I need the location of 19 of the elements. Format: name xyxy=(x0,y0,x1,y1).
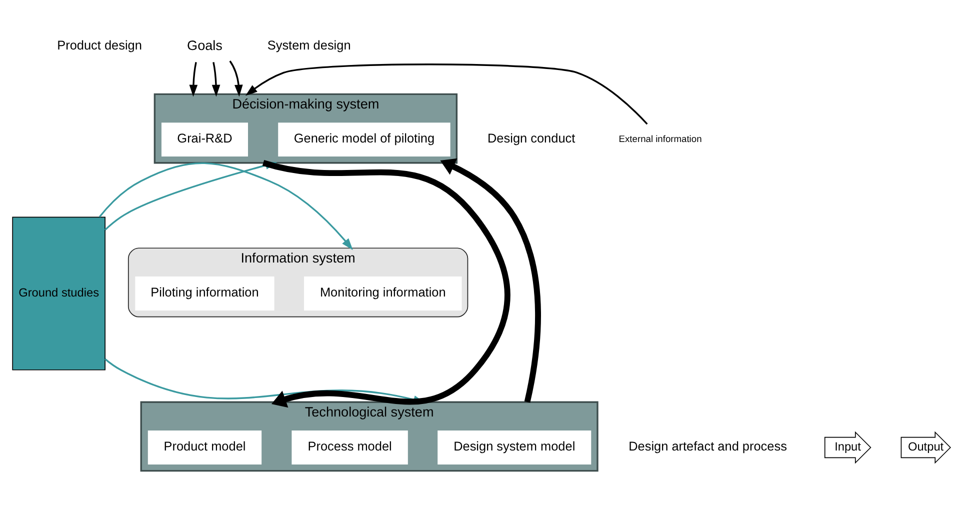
arrow xyxy=(244,63,648,124)
arrow xyxy=(440,158,540,402)
node-box: Ground studies xyxy=(12,216,105,370)
node-text: Goals xyxy=(186,37,222,52)
node-box: Process model xyxy=(291,430,408,464)
arrow xyxy=(188,61,198,96)
arrow xyxy=(211,61,220,96)
node-box: Piloting information xyxy=(134,276,274,310)
label: Product design xyxy=(56,37,142,52)
node-box: Product model xyxy=(147,430,262,464)
node-box: Design system model xyxy=(437,430,591,464)
node-text: External information xyxy=(618,133,702,144)
label: Design conduct xyxy=(487,130,575,146)
label: System design xyxy=(266,37,350,52)
arrow xyxy=(228,60,242,96)
node-box: Monitoring information xyxy=(304,276,462,310)
label: Design artefact and process xyxy=(628,438,786,453)
node-box: Grai-R&D xyxy=(160,122,248,156)
node-box: Generic model of piloting xyxy=(278,122,450,156)
